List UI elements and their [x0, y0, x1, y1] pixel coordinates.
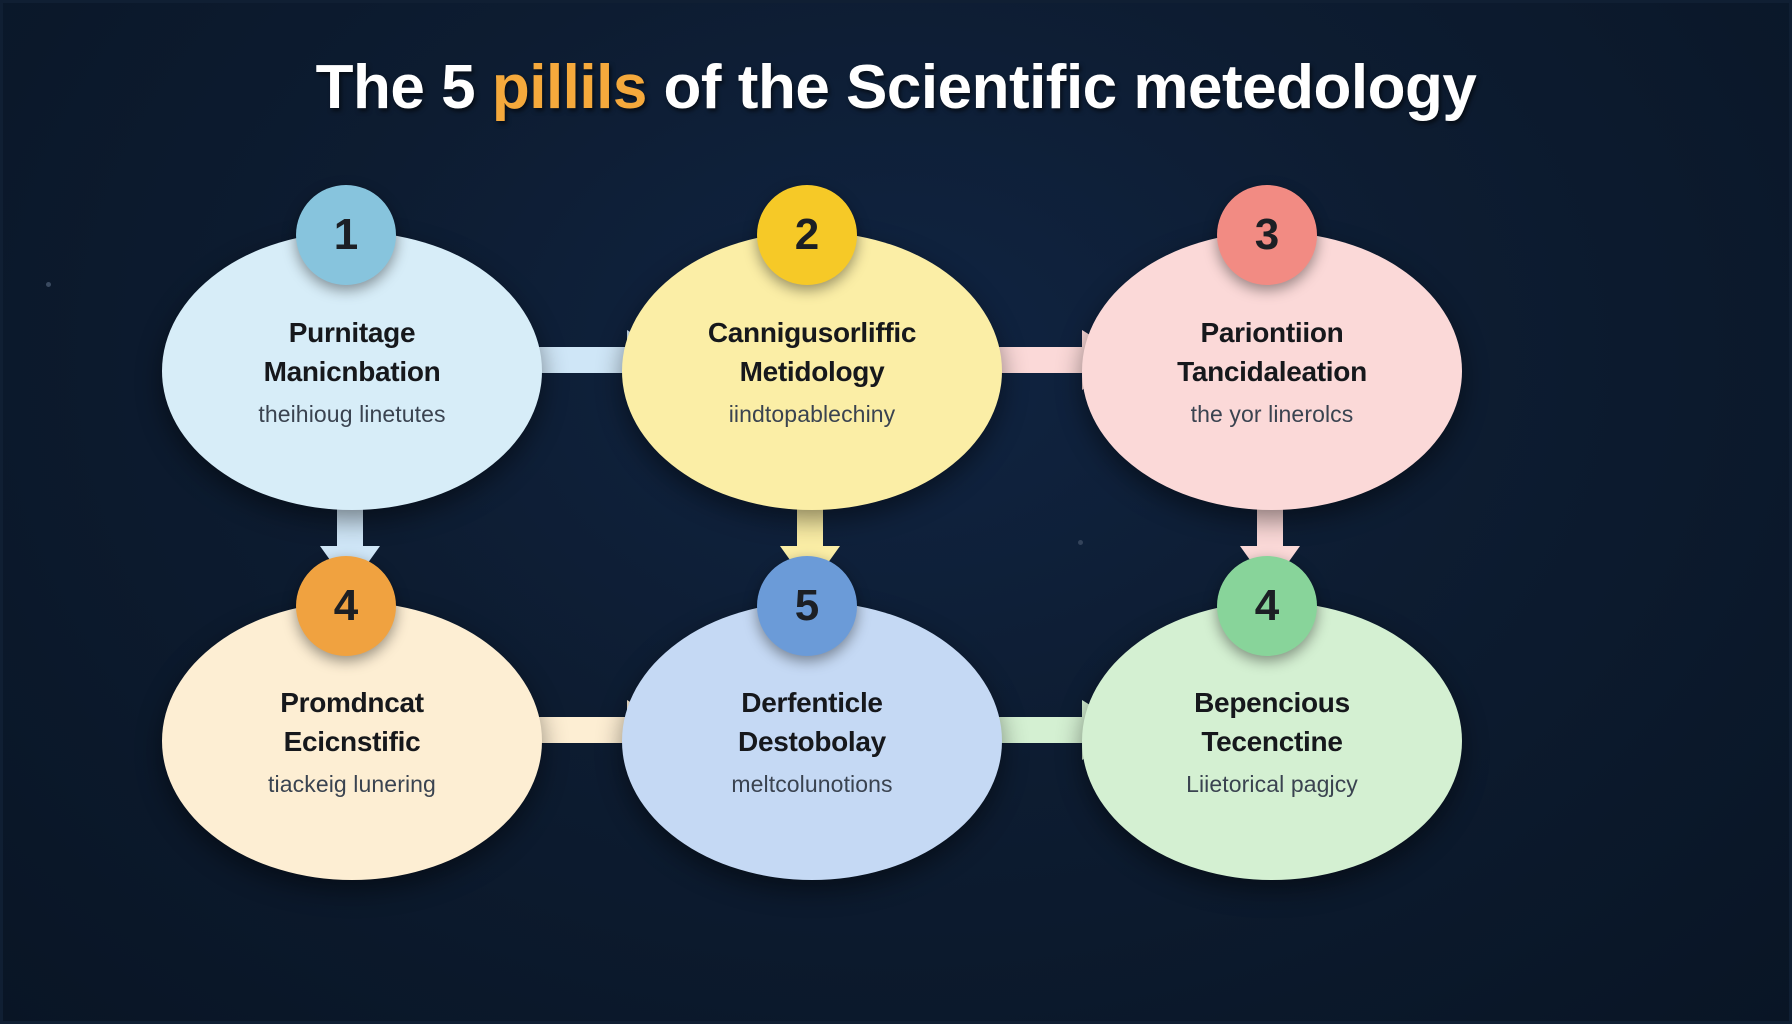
node-5-badge: 5	[757, 556, 857, 656]
node-3-title-line-1: Pariontiion	[1200, 317, 1344, 349]
node-1-badge: 1	[296, 185, 396, 285]
node-2[interactable]: Cannigusorliffic Metidology iindtopablec…	[622, 232, 1002, 510]
node-6-title: Bepencious Tecenctine	[1168, 684, 1376, 761]
node-3-badge-number: 3	[1254, 210, 1280, 259]
node-6-title-line-1: Bepencious	[1194, 687, 1350, 719]
node-4-title: Promdncat Ecicnstific	[254, 684, 450, 761]
node-3-badge: 3	[1217, 185, 1317, 285]
node-2-badge: 2	[757, 185, 857, 285]
node-3-title: Pariontiion Tancidaleation	[1151, 314, 1393, 391]
node-2-subtitle: iindtopablechiny	[728, 400, 896, 427]
node-1-title: Purnitage Manicnbation	[238, 314, 467, 391]
node-5-title-line-2: Destobolay	[738, 726, 886, 757]
node-6-badge: 4	[1217, 556, 1317, 656]
node-3[interactable]: Pariontiion Tancidaleation the yor liner…	[1082, 232, 1462, 510]
page-title: The 5 pillils of the Scientific metedolo…	[0, 52, 1792, 123]
node-6-badge-number: 4	[1254, 581, 1280, 630]
node-2-title-line-1: Cannigusorliffic	[707, 317, 917, 349]
node-4-badge-number: 4	[333, 581, 359, 630]
title-part-2: of the Scientific metedology	[646, 53, 1477, 122]
node-1-title-line-1: Purnitage	[288, 317, 416, 349]
title-accent-word: pillils	[491, 53, 647, 122]
title-part-1: The 5	[315, 53, 492, 122]
node-4-title-line-1: Promdncat	[280, 687, 424, 719]
node-1-title-line-2: Manicnbation	[263, 356, 441, 387]
node-6-subtitle: Liietorical pagjcy	[1186, 770, 1358, 797]
node-4-subtitle: tiackeig lunering	[268, 770, 436, 797]
node-4-title-line-2: Ecicnstific	[283, 726, 421, 757]
node-6-title-line-2: Tecenctine	[1201, 726, 1343, 757]
node-5-badge-number: 5	[794, 581, 820, 630]
node-3-title-line-2: Tancidaleation	[1177, 356, 1367, 387]
node-2-title: Cannigusorliffic Metidology	[682, 314, 942, 391]
node-2-title-line-2: Metidology	[739, 356, 885, 387]
decor-speck-left	[46, 282, 51, 287]
node-3-subtitle: the yor linerolcs	[1190, 400, 1354, 427]
node-5-title-line-1: Derfenticle	[741, 687, 883, 719]
node-5-title: Derfenticle Destobolay	[712, 684, 912, 761]
node-1-subtitle: theihioug linetutes	[258, 400, 446, 427]
node-1-badge-number: 1	[333, 210, 359, 259]
node-5-subtitle: meltcolunotions	[731, 770, 893, 797]
node-4-badge: 4	[296, 556, 396, 656]
node-2-badge-number: 2	[794, 210, 820, 259]
decor-speck-right	[1078, 540, 1083, 545]
